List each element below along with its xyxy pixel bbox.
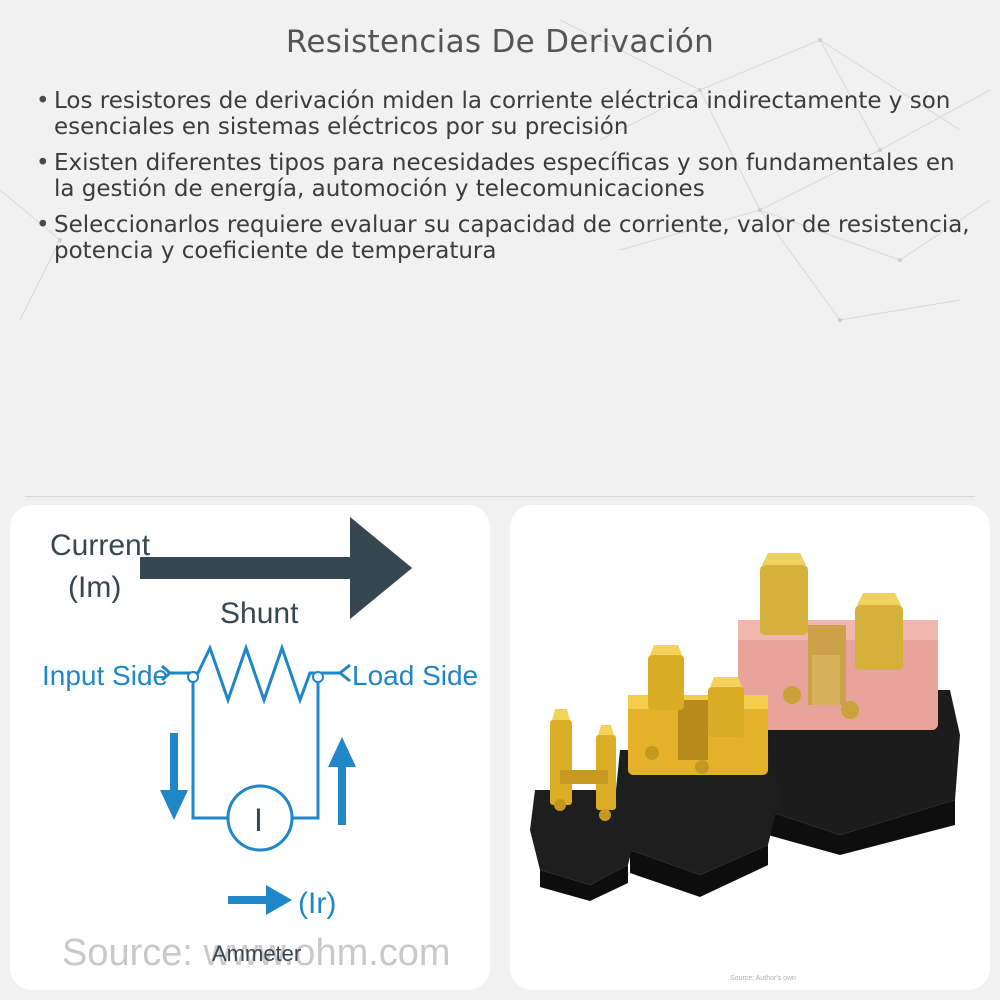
input-node: [187, 671, 199, 683]
page-title: Resistencias De Derivación: [285, 24, 715, 60]
divider: [25, 496, 975, 497]
source-watermark: Source: www.ohm.com: [62, 932, 451, 974]
shunt-photo-card: Source: Author's own: [510, 505, 990, 990]
meter-symbol: I: [254, 802, 263, 838]
bullet-item: Existen diferentes tipos para necesidade…: [30, 150, 970, 202]
resistor-icon: [161, 643, 351, 705]
large-shunt-resistor: [725, 553, 960, 855]
shunt-resistors-photo: Source: Author's own: [530, 553, 960, 982]
shunt-label: Shunt: [220, 597, 299, 630]
photo-caption: Source: Author's own: [730, 975, 796, 982]
medium-shunt-resistor: [615, 645, 780, 897]
shunt-diagram-card: Current (Im) Shunt Input Side Load Side …: [10, 505, 490, 990]
output-node: [312, 671, 324, 683]
current-arrow-icon: [140, 517, 412, 619]
shunt-circuit-diagram: Current (Im) Shunt Input Side Load Side …: [42, 517, 478, 974]
ammeter-circle: [226, 784, 294, 852]
bullet-item: Los resistores de derivación miden la co…: [30, 88, 970, 140]
up-arrow-icon: [328, 737, 356, 825]
bullet-list: Los resistores de derivación miden la co…: [30, 88, 970, 274]
current-label: Current: [50, 529, 151, 562]
input-side-label: Input Side: [42, 660, 168, 691]
meter-branch-wires: [191, 681, 320, 820]
current-symbol: (Im): [68, 571, 121, 604]
down-arrow-icon: [160, 733, 188, 820]
right-arrow-icon: [228, 885, 292, 915]
load-side-label: Load Side: [352, 660, 478, 691]
ammeter-label: Ammeter: [212, 941, 301, 966]
ammeter-current-label: (Ir): [298, 887, 336, 920]
bullet-item: Seleccionarlos requiere evaluar su capac…: [30, 212, 970, 264]
small-shunt-resistor: [530, 709, 638, 901]
